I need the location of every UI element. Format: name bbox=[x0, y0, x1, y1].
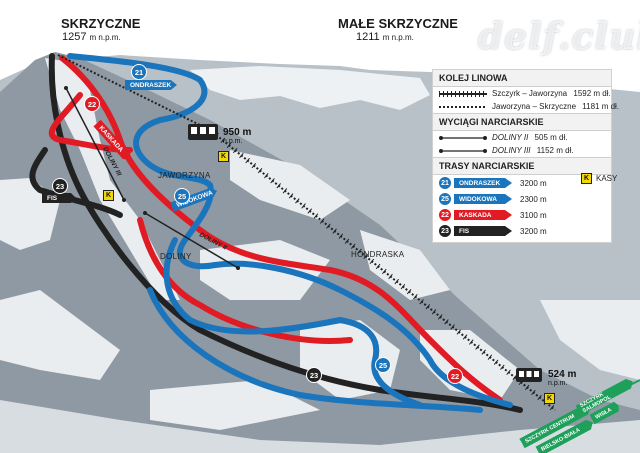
peak-male-skrzyczne-elevation: 1211 m n.p.m. bbox=[356, 31, 414, 43]
lift-point bbox=[236, 266, 240, 270]
legend-lift-row: DOLINY III 1152 m dł. bbox=[433, 144, 611, 157]
legend-kasy: K KASY bbox=[581, 173, 617, 184]
legend-cable-header: KOLEJ LINOWA bbox=[433, 70, 611, 87]
lift-point bbox=[122, 198, 126, 202]
cable-line-icon bbox=[439, 90, 487, 97]
legend-trail-row: 21 ONDRASZEK 3200 m bbox=[433, 175, 611, 191]
trail-ondraszek-path bbox=[67, 53, 513, 408]
kasy-icon: K bbox=[581, 173, 592, 184]
trail-tag-ondraszek: ONDRASZEK bbox=[125, 80, 177, 90]
snow-patch bbox=[420, 330, 520, 400]
trail-blue-lower bbox=[147, 287, 483, 413]
trail-number-22: 22 bbox=[447, 368, 463, 384]
trail-length: 3100 m bbox=[520, 210, 547, 220]
place-label-hondraska: HONDRASKA bbox=[351, 250, 405, 259]
snow-patch bbox=[360, 230, 450, 300]
gondola-icon bbox=[516, 368, 542, 382]
lift-point bbox=[143, 211, 147, 215]
map-legend: KOLEJ LINOWA Szczyrk – Jaworzyna 1592 m … bbox=[432, 69, 619, 243]
snow-patch bbox=[200, 240, 330, 300]
snow-patch bbox=[150, 380, 320, 430]
snow-patch bbox=[230, 150, 350, 220]
valley-floor bbox=[0, 400, 640, 453]
legend-cable-row: Szczyrk – Jaworzyna 1592 m dł. bbox=[433, 87, 611, 100]
trail-name-tag: FIS bbox=[454, 226, 512, 236]
trail-number-22: 22 bbox=[84, 96, 100, 112]
kasy-label: KASY bbox=[596, 174, 618, 183]
snow-patch bbox=[0, 290, 120, 380]
trail-number-25: 25 bbox=[375, 357, 391, 373]
trail-name-tag: WIDOKOWA bbox=[454, 194, 512, 204]
trail-number-icon: 25 bbox=[439, 193, 451, 205]
trail-number-23: 23 bbox=[52, 178, 68, 194]
trail-number-icon: 22 bbox=[439, 209, 451, 221]
cable-line-upper bbox=[57, 54, 211, 131]
lift-point bbox=[64, 86, 68, 90]
legend-trails-header: TRASY NARCIARSKIE bbox=[433, 157, 611, 175]
peak-male-skrzyczne-name: MAŁE SKRZYCZNE bbox=[338, 16, 458, 31]
watermark: delf.club bbox=[478, 16, 640, 58]
gondola-icon bbox=[188, 124, 218, 140]
snow-patch bbox=[540, 300, 640, 380]
lift-doliny-ii-line bbox=[144, 212, 239, 269]
trail-number-icon: 21 bbox=[439, 177, 451, 189]
place-label-jaworzyna: JAWORZYNA bbox=[158, 171, 211, 180]
trail-kaskada-lower bbox=[137, 217, 353, 344]
legend-lift-row: DOLINY II 505 m dł. bbox=[433, 131, 611, 144]
trail-kaskada-loop bbox=[48, 92, 133, 153]
lift-doliny-iii-line bbox=[65, 87, 125, 201]
back-ridge-snow bbox=[190, 66, 430, 110]
kasy-badge: K bbox=[103, 190, 114, 201]
trail-length: 2300 m bbox=[520, 194, 547, 204]
trail-number-25: 25 bbox=[174, 188, 190, 204]
legend-trail-row: 23 FIS 3200 m bbox=[433, 223, 611, 239]
legend-cable-row: Jaworzyna – Skrzyczne 1181 m dł. bbox=[433, 100, 619, 113]
trail-name-tag: KASKADA bbox=[454, 210, 512, 220]
ski-lift-icon bbox=[439, 148, 487, 153]
legend-trail-row: 25 WIDOKOWA 2300 m bbox=[433, 191, 611, 207]
legend-trail-row: 22 KASKADA 3100 m bbox=[433, 207, 611, 223]
trail-number-icon: 23 bbox=[439, 225, 451, 237]
cable-line-icon bbox=[439, 105, 487, 108]
peak-skrzyczne-name: SKRZYCZNE bbox=[61, 16, 141, 31]
kasy-badge: K bbox=[544, 393, 555, 404]
trail-length: 3200 m bbox=[520, 178, 547, 188]
trail-fis-path-upper bbox=[29, 147, 123, 218]
trail-number-21: 21 bbox=[131, 64, 147, 80]
trail-widokowa-path bbox=[163, 237, 423, 408]
trail-number-23: 23 bbox=[306, 367, 322, 383]
station-jaworzyna-elevation: 950 m n.p.m. bbox=[223, 127, 252, 145]
trail-fis-path bbox=[48, 53, 523, 413]
kasy-badge: K bbox=[218, 151, 229, 162]
trail-name-tag: ONDRASZEK bbox=[454, 178, 512, 188]
ski-lift-icon bbox=[439, 135, 487, 140]
legend-lifts-header: WYCIĄGI NARCIARSKIE bbox=[433, 113, 611, 131]
peak-skrzyczne-elevation: 1257 m n.p.m. bbox=[62, 31, 121, 43]
trail-tag-fis: FIS bbox=[42, 193, 76, 203]
station-bottom-elevation: 524 m n.p.m. bbox=[548, 369, 577, 387]
place-label-doliny: DOLINY bbox=[160, 252, 192, 261]
trail-kaskada-path bbox=[59, 55, 503, 403]
trail-length: 3200 m bbox=[520, 226, 547, 236]
